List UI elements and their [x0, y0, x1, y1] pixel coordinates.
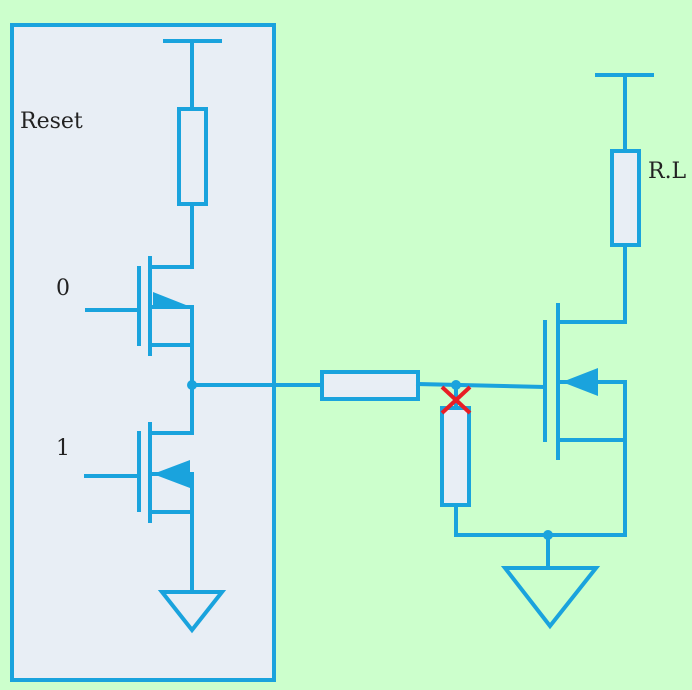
reset-label: Reset [20, 109, 83, 134]
load-resistor-label: R.L [648, 159, 687, 184]
left-pullup-resistor [177, 107, 208, 206]
right-transistor-arrow-icon [562, 368, 598, 396]
input-1-label: 1 [56, 436, 70, 461]
upper-transistor [85, 256, 194, 387]
left-ground-icon [157, 590, 227, 634]
lower-transistor-arrow-icon [153, 460, 190, 488]
upper-transistor-arrow-icon [153, 292, 191, 322]
fault-x-mark-icon [440, 385, 472, 415]
input-0-label: 0 [56, 276, 70, 301]
lower-transistor [84, 383, 194, 594]
gate-wire [415, 381, 546, 390]
load-resistor [610, 149, 641, 247]
right-ground-icon [500, 566, 601, 630]
right-transistor [543, 303, 627, 537]
pulldown-resistor [440, 406, 471, 507]
series-resistor [320, 370, 420, 401]
reset-module-box [10, 23, 276, 682]
